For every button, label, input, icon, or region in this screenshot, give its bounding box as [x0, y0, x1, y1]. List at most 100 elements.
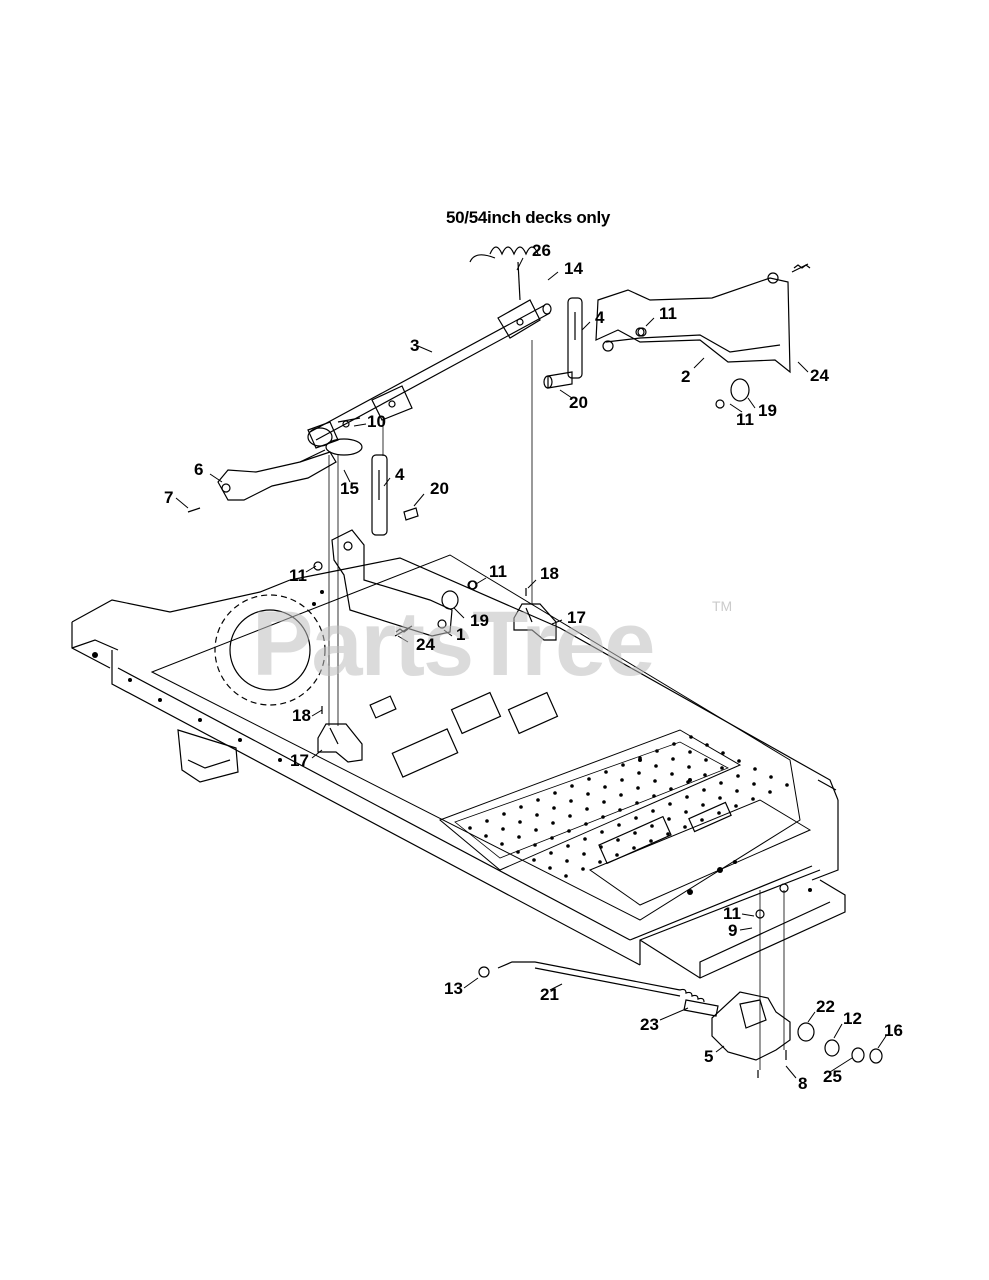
footplate-hole — [735, 789, 739, 793]
footplate-hole — [581, 867, 585, 871]
footplate-hole — [689, 735, 693, 739]
footplate-hole — [672, 742, 676, 746]
footplate-hole — [667, 817, 671, 821]
lift-arm-left — [187, 417, 363, 513]
footplate-hole — [564, 874, 568, 878]
footplate-hole — [617, 823, 621, 827]
deck-size-note: 50/54inch decks only — [446, 208, 611, 227]
footplate-hole — [669, 787, 673, 791]
footplate-hole — [601, 815, 605, 819]
footplate-hole — [501, 827, 505, 831]
footplate-hole — [484, 834, 488, 838]
footplate-hole — [502, 812, 506, 816]
footplate-hole — [719, 781, 723, 785]
footplate-hole — [615, 853, 619, 857]
callout-24-upper: 24 — [810, 366, 829, 385]
footplate-hole — [703, 773, 707, 777]
footplate-hole — [548, 866, 552, 870]
footplate-hole — [651, 809, 655, 813]
footplate-hole — [620, 778, 624, 782]
lift-link-lower — [371, 454, 419, 536]
footplate-hole — [536, 798, 540, 802]
footplate-hole — [670, 772, 674, 776]
footplate-hole — [516, 850, 520, 854]
footplate-hole — [720, 766, 724, 770]
callout-7: 7 — [164, 488, 174, 507]
hanger-bracket-left — [317, 723, 363, 763]
callout-8: 8 — [798, 1074, 808, 1093]
footplate-hole — [532, 858, 536, 862]
footplate-hole — [621, 763, 625, 767]
footplate-hole — [519, 805, 523, 809]
footplate-hole — [553, 791, 557, 795]
callout-11-upper-right: 11 — [736, 410, 754, 429]
footplate-hole — [518, 820, 522, 824]
footplate-hole — [666, 832, 670, 836]
footplate-hole — [534, 828, 538, 832]
footplate-hole — [752, 782, 756, 786]
footplate-hole — [599, 845, 603, 849]
footplate-hole — [568, 814, 572, 818]
hardware — [313, 327, 789, 919]
footplate-grid — [468, 735, 789, 878]
callout-4-upper: 4 — [595, 308, 605, 327]
footplate-hole — [565, 859, 569, 863]
footplate-hole — [468, 826, 472, 830]
footplate-hole — [685, 795, 689, 799]
footplate-hole — [634, 816, 638, 820]
callout-11-lower: 11 — [723, 904, 741, 923]
callout-10: 10 — [367, 412, 386, 431]
footplate-hole — [753, 767, 757, 771]
watermark-trademark: TM — [712, 598, 733, 614]
lift-arm-center — [331, 529, 478, 637]
footplate-hole — [552, 806, 556, 810]
callout-11-mid-left: 11 — [289, 566, 307, 585]
footplate-hole — [551, 821, 555, 825]
callout-18-right: 18 — [540, 564, 559, 583]
footplate-hole — [717, 811, 721, 815]
footplate-hole — [688, 750, 692, 754]
footplate-hole — [737, 759, 741, 763]
callout-25: 25 — [823, 1067, 842, 1086]
callout-2: 2 — [681, 367, 691, 386]
footplate-hole — [705, 743, 709, 747]
footplate-hole — [570, 784, 574, 788]
footplate-hole — [586, 792, 590, 796]
callout-12: 12 — [843, 1009, 862, 1028]
callout-6: 6 — [194, 460, 204, 479]
chassis-frame — [71, 554, 846, 979]
footplate-hole — [619, 793, 623, 797]
callout-17-left: 17 — [290, 751, 309, 770]
footplate-hole — [587, 777, 591, 781]
watermark-logo: PartsTree — [252, 593, 655, 695]
lift-shaft — [309, 299, 552, 441]
footplate-hole — [684, 810, 688, 814]
footplate-hole — [585, 807, 589, 811]
footplate-hole — [652, 794, 656, 798]
footplate-hole — [485, 819, 489, 823]
callout-15: 15 — [340, 479, 359, 498]
footplate-hole — [584, 822, 588, 826]
callout-18-left: 18 — [292, 706, 311, 725]
callout-13: 13 — [444, 979, 463, 998]
footplate-hole — [602, 800, 606, 804]
callout-16: 16 — [884, 1021, 903, 1040]
callout-19-lower: 19 — [470, 611, 489, 630]
footplate-hole — [736, 774, 740, 778]
callout-26: 26 — [532, 241, 551, 260]
callout-5: 5 — [704, 1047, 714, 1066]
footplate-hole — [533, 843, 537, 847]
footplate-hole — [567, 829, 571, 833]
footplate-hole — [603, 785, 607, 789]
footplate-hole — [655, 749, 659, 753]
callout-11-upper: 11 — [659, 304, 677, 323]
footplate-hole — [566, 844, 570, 848]
callout-1: 1 — [456, 625, 466, 644]
footplate-hole — [683, 825, 687, 829]
footplate-hole — [653, 779, 657, 783]
footplate-hole — [671, 757, 675, 761]
footplate-hole — [550, 836, 554, 840]
callout-11-mid: 11 — [489, 562, 507, 581]
footplate-hole — [687, 765, 691, 769]
callout-22: 22 — [816, 997, 835, 1016]
